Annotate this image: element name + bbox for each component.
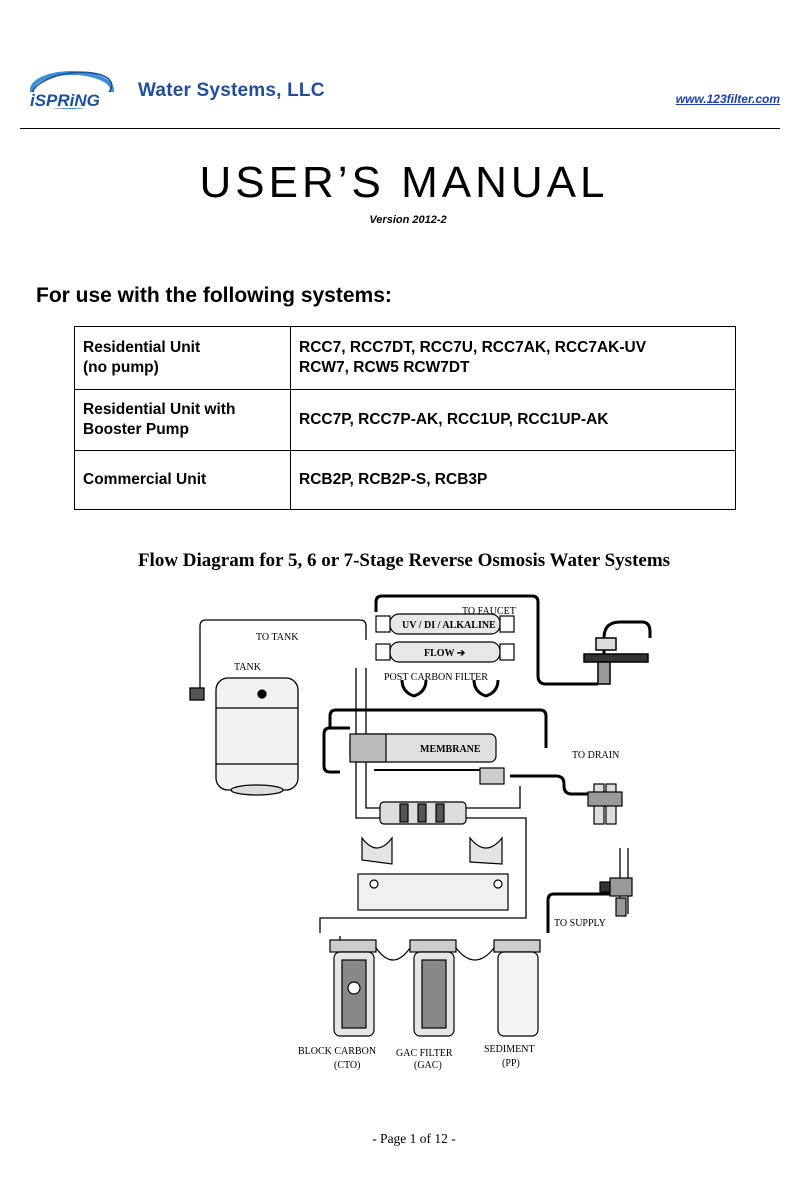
page-title: USER’S MANUAL (199, 158, 609, 207)
website-link[interactable]: www.123filter.com (675, 92, 780, 106)
table-row: Commercial Unit RCB2P, RCB2P-S, RCB3P (74, 450, 736, 510)
cell-line: RCB2P, RCB2P-S, RCB3P (299, 471, 488, 488)
supply-valve (599, 877, 633, 917)
svg-text:iSPRiNG: iSPRiNG (30, 91, 100, 110)
cell-line: RCC7, RCC7DT, RCC7U, RCC7AK, RCC7AK-UV (299, 339, 647, 356)
ispring-logo: iSPRiNG (28, 71, 132, 110)
cell-line: (no pump) (83, 359, 159, 376)
page-header: iSPRiNG Water Systems, LLC www.123filter… (28, 62, 780, 128)
label-post-carbon-filter: POST CARBON FILTER (384, 672, 488, 683)
label-to-faucet: TO FAUCET (462, 606, 516, 617)
version-label: Version 2012-2 (369, 214, 447, 226)
cell-line: Commercial Unit (83, 471, 207, 488)
label-to-drain: TO DRAIN (572, 750, 619, 761)
models-cell: RCB2P, RCB2P-S, RCB3P (290, 450, 736, 510)
label-cto: (CTO) (334, 1060, 360, 1071)
cell-line: Booster Pump (83, 421, 189, 438)
company-name: Water Systems, LLC (138, 80, 325, 101)
unit-type-cell: Commercial Unit (74, 450, 291, 510)
cell-line: Residential Unit (83, 339, 201, 356)
label-flow: FLOW ➔ (424, 648, 466, 659)
drain-saddle (587, 783, 623, 825)
cell-line: Residential Unit with (83, 401, 236, 418)
table-row: Residential Unit (no pump) RCC7, RCC7DT,… (74, 326, 736, 390)
stage-filters (329, 939, 541, 1037)
label-block-carbon: BLOCK CARBON (298, 1046, 376, 1057)
table-row: Residential Unit with Booster Pump RCC7P… (74, 389, 736, 451)
cell-line: RCC7P, RCC7P-AK, RCC1UP, RCC1UP-AK (299, 411, 609, 428)
header-divider (20, 128, 780, 129)
label-tank: TANK (234, 662, 262, 673)
label-pp: (PP) (502, 1058, 520, 1069)
label-to-tank: TO TANK (256, 632, 299, 643)
models-cell: RCC7P, RCC7P-AK, RCC1UP, RCC1UP-AK (290, 389, 736, 451)
label-gac: (GAC) (414, 1060, 442, 1071)
membrane-housing (349, 733, 505, 785)
models-cell: RCC7, RCC7DT, RCC7U, RCC7AK, RCC7AK-UV R… (290, 326, 736, 390)
label-uv-di-alkaline: UV / DI / ALKALINE (402, 620, 496, 631)
label-to-supply: TO SUPPLY (554, 918, 606, 929)
mounting-bracket (357, 836, 509, 911)
cell-line: RCW7, RCW5 RCW7DT (299, 359, 470, 376)
faucet (583, 620, 652, 685)
tubing (199, 594, 629, 948)
post-filters (375, 613, 515, 698)
label-membrane: MEMBRANE (420, 744, 481, 755)
unit-type-cell: Residential Unit (no pump) (74, 326, 291, 390)
systems-heading: For use with the following systems: (36, 284, 392, 307)
unit-type-cell: Residential Unit with Booster Pump (74, 389, 291, 451)
flow-diagram: TO FAUCET TO TANK TANK UV / DI / ALKALIN… (189, 594, 652, 1071)
systems-table: Residential Unit (no pump) RCC7, RCC7DT,… (74, 326, 736, 510)
page-footer: - Page 1 of 12 - (372, 1131, 456, 1146)
flow-restrictor (379, 801, 467, 825)
label-sediment: SEDIMENT (484, 1044, 535, 1055)
label-gac-filter: GAC FILTER (396, 1048, 453, 1059)
diagram-title: Flow Diagram for 5, 6 or 7-Stage Reverse… (137, 550, 671, 571)
storage-tank (189, 677, 299, 796)
